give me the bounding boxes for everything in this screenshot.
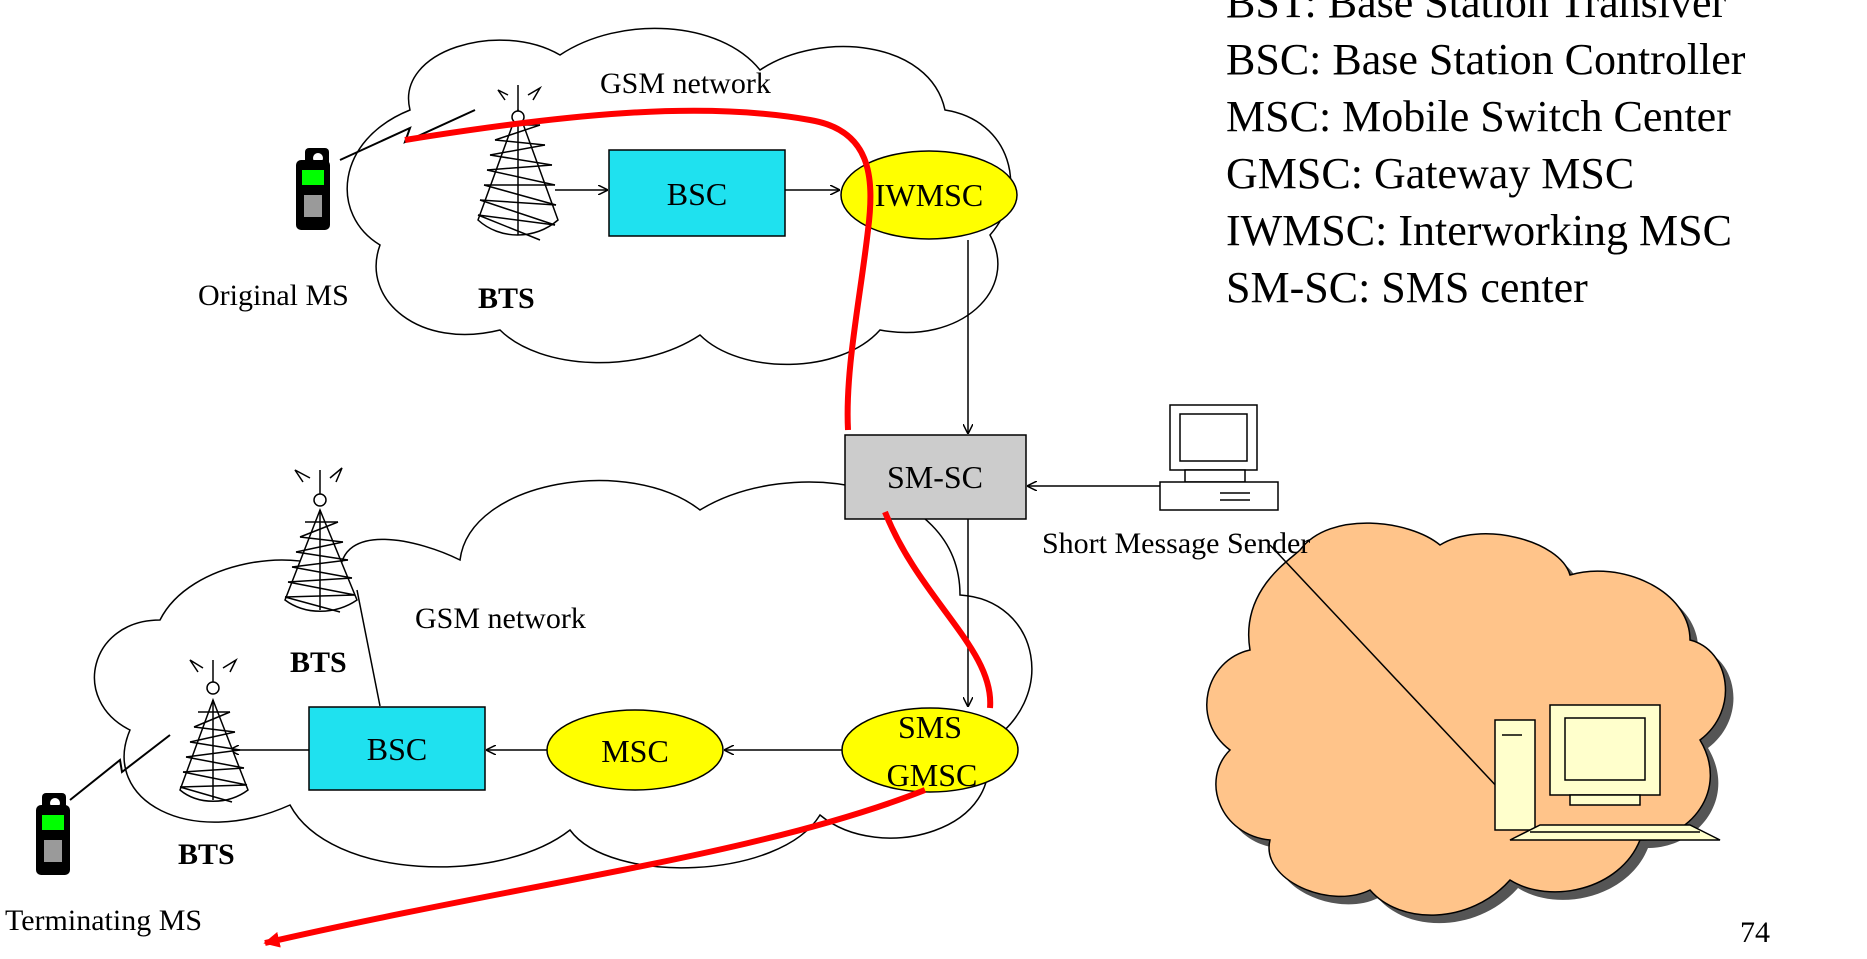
sms-gmsc-label-line2: GMSC: [887, 757, 978, 793]
bts-tower-bottom-left-icon: [179, 657, 249, 803]
short-message-sender-label: Short Message Sender: [1042, 527, 1310, 560]
legend-item: IWMSC: Interworking MSC: [1226, 206, 1732, 255]
terminating-ms-label: Terminating MS: [5, 904, 202, 937]
iwmsc-node: [840, 150, 1018, 240]
sms-route-line-delivery: [263, 787, 927, 948]
original-ms-phone-icon: [296, 148, 330, 230]
gsm-network-cloud-bottom: [93, 479, 1033, 869]
sms-route-line: [404, 107, 874, 431]
gsm-network-label-top: GSM network: [600, 67, 771, 100]
bsc-node-top: [608, 149, 786, 237]
radio-link-top-icon: [339, 109, 476, 161]
sm-sc-node: [844, 434, 1027, 520]
terminating-ms-phone-icon: [36, 793, 70, 875]
legend-item: MSC: Mobile Switch Center: [1226, 92, 1731, 141]
abbreviation-legend: BST: Base Station Transiver BSC: Base St…: [1226, 0, 1745, 316]
bts-tower-bottom-right-icon: [284, 467, 358, 613]
bts-label-bottom-right: BTS: [290, 646, 347, 679]
bsc-label-top: BSC: [667, 176, 727, 212]
legend-item: GMSC: Gateway MSC: [1226, 149, 1635, 198]
bsc-node-bottom: [308, 706, 486, 791]
legend-item: BSC: Base Station Controller: [1226, 35, 1746, 84]
sender-computer-icon: [1159, 404, 1279, 511]
sm-sc-label: SM-SC: [887, 459, 983, 495]
page-number: 74: [1740, 916, 1770, 949]
bts-label-bottom-left: BTS: [178, 838, 235, 871]
legend-item: SM-SC: SMS center: [1226, 263, 1588, 312]
original-ms-label: Original MS: [198, 279, 349, 312]
internet-computer-icon: [1494, 704, 1721, 841]
sms-gmsc-label-line1: SMS: [898, 709, 962, 745]
sms-route-line-lower: [882, 510, 994, 709]
gsm-network-label-bottom: GSM network: [415, 602, 586, 635]
msc-label: MSC: [601, 733, 669, 769]
bts-label-top: BTS: [478, 282, 535, 315]
bsc-label-bottom: BSC: [367, 731, 427, 767]
connector-lines: [230, 190, 1501, 791]
iwmsc-label: IWMSC: [875, 177, 983, 213]
legend-item: BST: Base Station Transiver: [1226, 0, 1727, 27]
radio-link-bottom-icon: [69, 734, 171, 801]
